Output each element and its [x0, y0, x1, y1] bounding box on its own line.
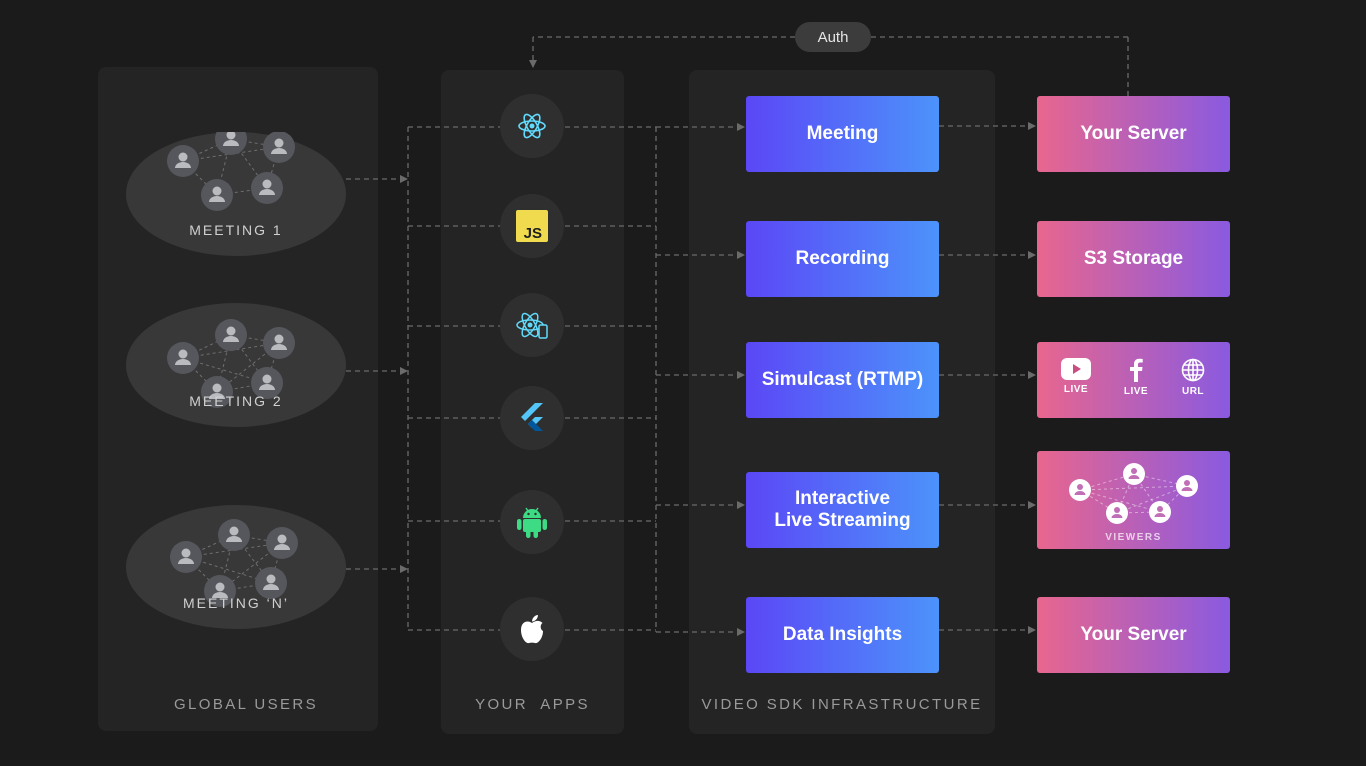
participants-network-icon [167, 319, 295, 408]
s3-storage-box: S3 Storage [1037, 221, 1230, 297]
sdk-simulcast-box: Simulcast (RTMP) [746, 342, 939, 418]
flutter-icon [521, 403, 543, 431]
app-apple [500, 597, 564, 661]
sdk-data-insights-box: Data Insights [746, 597, 939, 673]
facebook-live-label: LIVE [1123, 386, 1149, 397]
app-android [500, 490, 564, 554]
your-server-box: Your Server [1037, 96, 1230, 172]
app-javascript: JS [500, 194, 564, 258]
your-apps-label: YOUR APPS [475, 696, 590, 713]
app-react [500, 94, 564, 158]
custom-url: URL [1170, 358, 1216, 397]
viewers-box: VIEWERS [1037, 451, 1230, 549]
meeting-label: MEETING 2 [189, 393, 283, 409]
facebook-icon [1130, 358, 1143, 382]
javascript-icon: JS [516, 210, 548, 242]
meeting-label: MEETING ‘N’ [183, 595, 289, 611]
global-users-label: GLOBAL USERS [173, 696, 319, 713]
viewers-label: VIEWERS [1105, 532, 1162, 543]
meeting-group-1: MEETING 1 [126, 132, 346, 256]
participants-network-icon [170, 519, 298, 607]
meeting-label: MEETING 1 [189, 222, 283, 238]
url-label: URL [1181, 386, 1205, 397]
youtube-live-label: LIVE [1063, 384, 1089, 395]
youtube-live: LIVE [1053, 358, 1099, 395]
js-label: JS [524, 225, 542, 242]
sdk-interactive-live-streaming-box: Interactive Live Streaming [746, 472, 939, 548]
facebook-live: LIVE [1113, 358, 1159, 397]
android-icon [517, 507, 547, 538]
react-icon [518, 113, 546, 139]
simulcast-targets-box: LIVE LIVE URL [1037, 342, 1230, 418]
apple-icon [521, 615, 543, 644]
viewers-network-icon [1069, 463, 1198, 524]
meeting-group-n: MEETING ‘N’ [126, 505, 346, 629]
app-flutter [500, 386, 564, 450]
sdk-recording-box: Recording [746, 221, 939, 297]
participants-network-icon [167, 132, 295, 211]
meeting-group-2: MEETING 2 [126, 303, 346, 427]
sdk-meeting-box: Meeting [746, 96, 939, 172]
sdk-infrastructure-label: VIDEO SDK INFRASTRUCTURE [701, 696, 983, 713]
youtube-icon [1061, 358, 1091, 380]
auth-label: Auth [795, 22, 871, 52]
react-native-icon [516, 312, 548, 339]
your-server-box-2: Your Server [1037, 597, 1230, 673]
globe-icon [1181, 358, 1205, 382]
app-react-native [500, 293, 564, 357]
